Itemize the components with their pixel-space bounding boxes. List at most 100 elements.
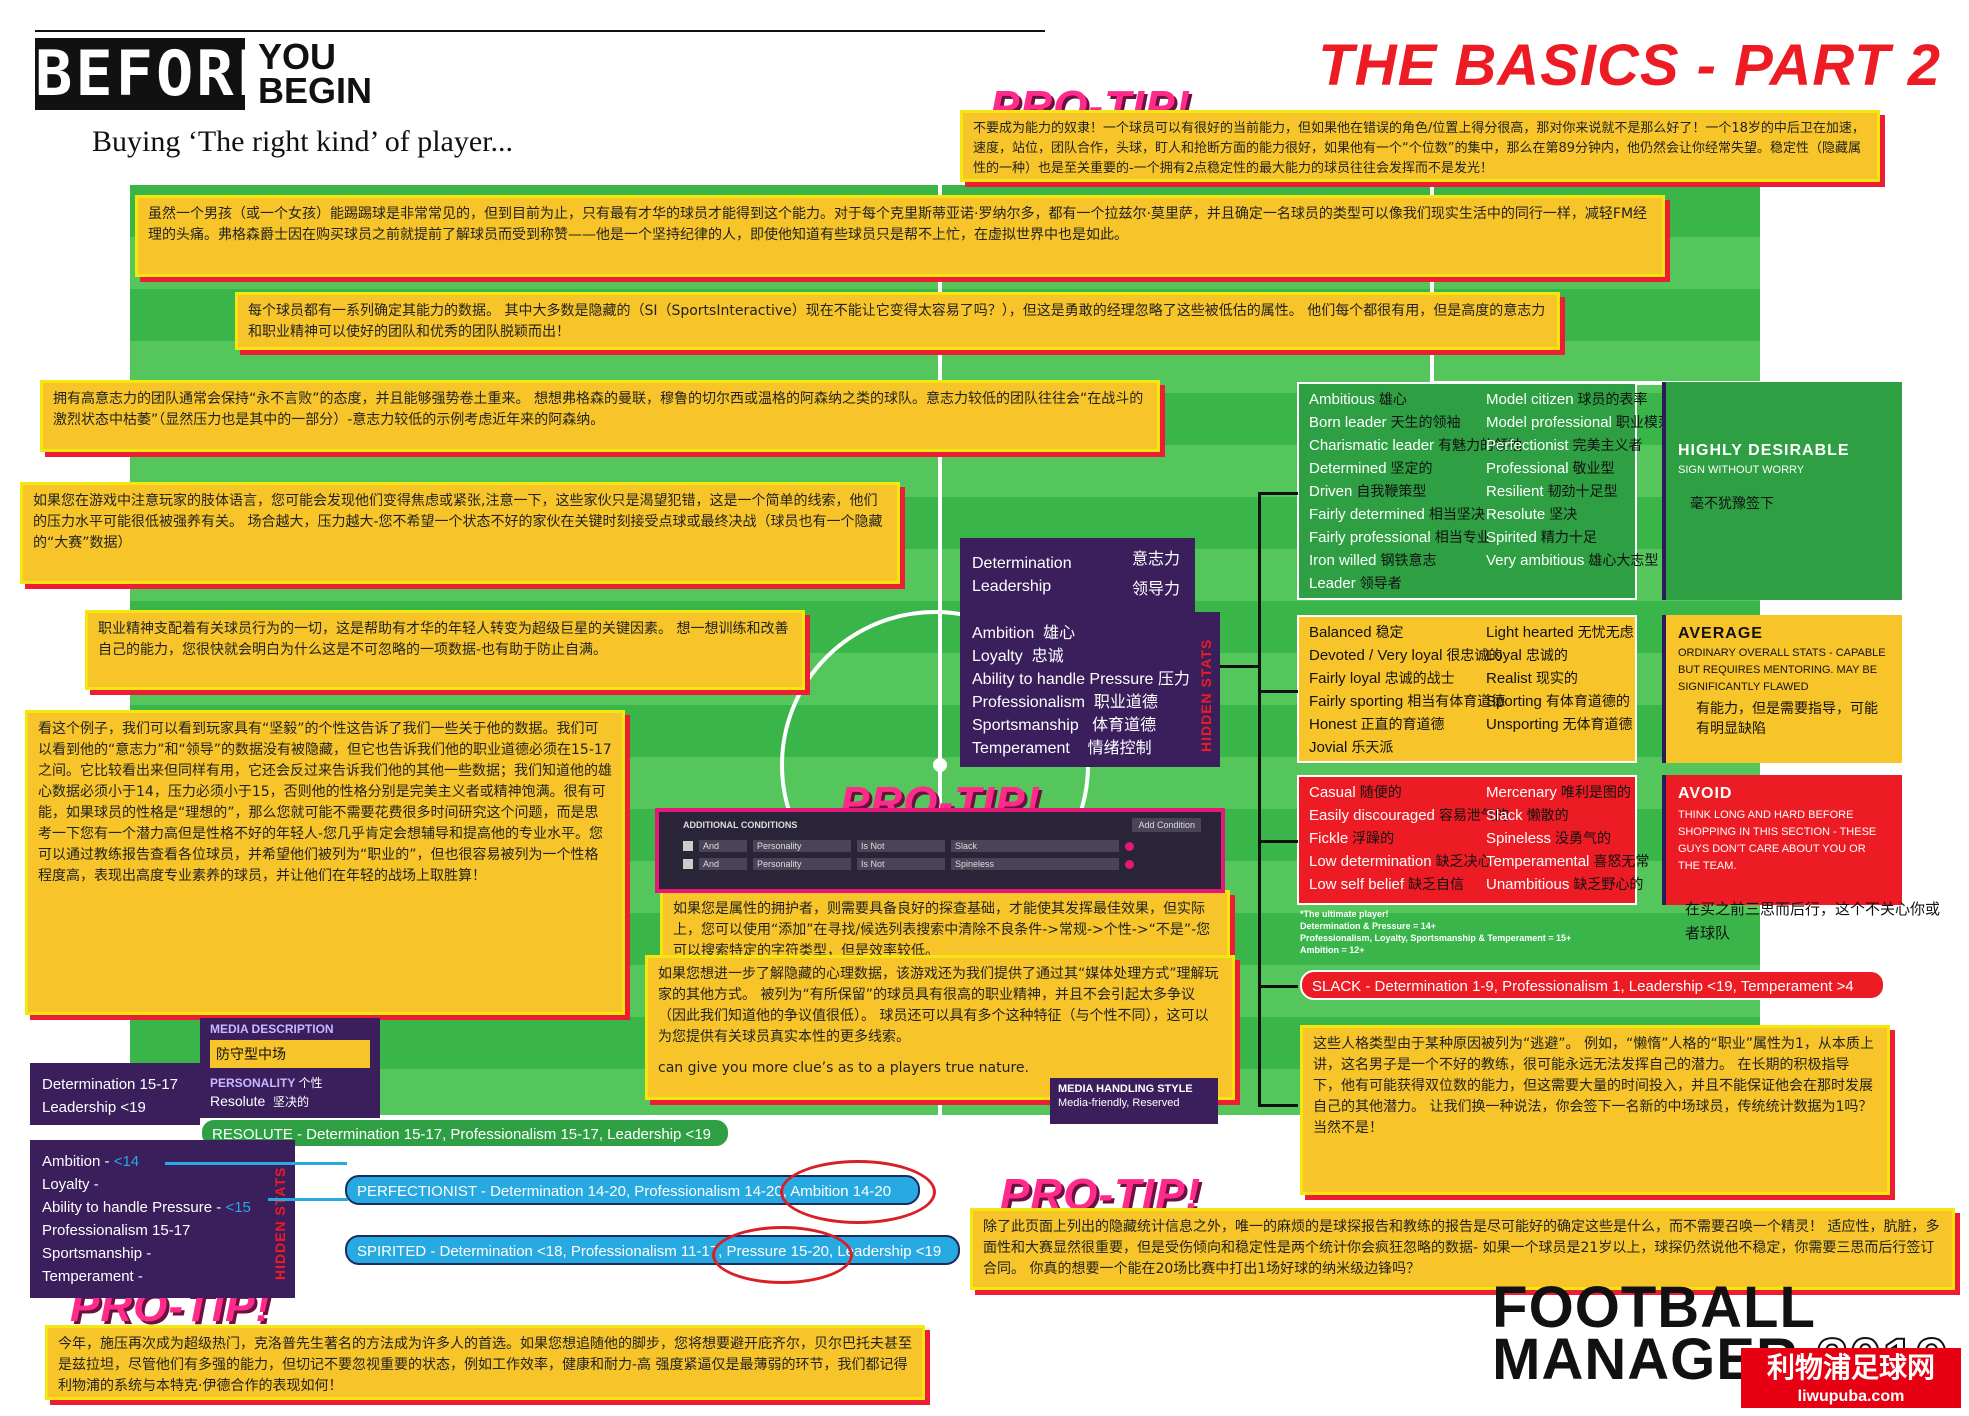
stat-leadership: Leadership <box>972 578 1052 595</box>
note-slack-reason: 这些人格类型由于某种原因被列为“逃避”。 例如，“懒惰”人格的“职业”属性为1，… <box>1300 1025 1890 1195</box>
stat-determination-zh: 意志力 <box>1132 551 1181 568</box>
stat-sportsmanship: Sportsmanship 体育道德 <box>972 714 1156 737</box>
condition-field[interactable]: Spineless <box>951 858 1119 870</box>
fm-logo-line1: FOOTBALL <box>1492 1275 1816 1340</box>
media-handling-panel: MEDIA HANDLING STYLE Media-friendly, Res… <box>1050 1078 1218 1124</box>
category-avoid-zh: 在买之前三思而后行，这个不关心你或者球队 <box>1685 901 1941 942</box>
personality-value-zh: 坚决的 <box>273 1095 310 1109</box>
trait-name-zh: 精力十足 <box>1540 529 1597 545</box>
trait-name-zh: 雄心大志型 <box>1588 552 1659 568</box>
trait-name-zh: 敬业型 <box>1572 460 1615 476</box>
trait-name-zh: 很忠诚的 <box>1446 647 1503 663</box>
media-description-panel: MEDIA DESCRIPTION 防守型中场 PERSONALITY 个性 R… <box>200 1018 380 1118</box>
trait-name-zh: 懒散的 <box>1526 807 1569 823</box>
stat-pressure: Ability to handle Pressure 压力 <box>972 668 1190 691</box>
stat-sportsmanship-zh: 体育道德 <box>1092 717 1157 734</box>
stat-determination: Determination <box>972 555 1072 572</box>
trait-name: Born leader <box>1309 414 1387 431</box>
trait-name: Honest <box>1309 716 1357 733</box>
trait-name: Light hearted <box>1486 624 1574 641</box>
trait-name: Slack <box>1486 807 1523 824</box>
category-desirable-sub: SIGN WITHOUT WORRY <box>1678 464 1805 476</box>
credit-line: @OPTIMUSPRIMAL82 - HTTPS://COMMUNITY.SIG… <box>1125 1320 1556 1335</box>
example-arrow-ambition <box>165 1162 347 1165</box>
example-pressure-val: <15 <box>225 1199 251 1216</box>
condition-field[interactable]: Is Not <box>857 858 945 870</box>
remove-condition-icon[interactable] <box>1125 859 1134 869</box>
highlight-pressure <box>712 1226 853 1284</box>
condition-checkbox[interactable] <box>683 859 693 869</box>
condition-field[interactable]: And <box>699 840 747 852</box>
condition-field[interactable]: Personality <box>753 840 851 852</box>
trait-name-zh: 领导者 <box>1359 575 1402 591</box>
pill-slack: SLACK - Determination 1-9, Professionali… <box>1300 970 1885 1000</box>
you-begin-logo: YOU BEGIN <box>258 39 372 109</box>
trait-name-zh: 容易泄气的 <box>1438 807 1509 823</box>
trait-name-zh: 稳定 <box>1375 624 1404 640</box>
site-watermark: 利物浦足球网 liwupuba.com <box>1741 1348 1961 1408</box>
trait-name-zh: 缺乏野心的 <box>1573 876 1644 892</box>
pill-perfectionist-zh: 完美主义者 <box>360 1210 430 1226</box>
note-media-zh: 如果您想进一步了解隐藏的心理数据，该游戏还为我们提供了通过其“媒体处理方式”理解… <box>658 966 1219 1045</box>
connector-slack <box>1258 985 1298 988</box>
trait-name: Fairly professional <box>1309 529 1431 546</box>
condition-field[interactable]: And <box>699 858 747 870</box>
stat-ambition-label: Ambition <box>972 625 1035 642</box>
note-klopp-protip: 今年，施压再次成为超级热门，克洛普先生著名的方法成为许多人的首选。如果您想追随他… <box>45 1325 925 1400</box>
category-average-zh: 有能力，但是需要指导，可能有明显缺陷 <box>1696 700 1878 736</box>
condition-field[interactable]: Is Not <box>857 840 945 852</box>
condition-field[interactable]: Slack <box>951 840 1119 852</box>
trait-name: Realist <box>1486 670 1532 687</box>
ultimate-line2: Professionalism, Loyalty, Sportsmanship … <box>1300 933 1572 943</box>
stat-ambition: Ambition 雄心 <box>972 622 1075 645</box>
trait-name-zh: 韧劲十足型 <box>1547 483 1618 499</box>
condition-checkbox[interactable] <box>683 841 693 851</box>
ultimate-player-note: *The ultimate player! Determination & Pr… <box>1300 908 1571 956</box>
search-condition-row: And Personality Is Not Slack <box>683 840 1201 852</box>
trait-name-zh: 现实的 <box>1535 670 1578 686</box>
trait-name-zh: 有体育道德的 <box>1545 693 1630 709</box>
example-arrow-pressure <box>268 1198 348 1201</box>
trait-name: Fairly determined <box>1309 506 1425 523</box>
trait-name-zh: 忠诚的战士 <box>1384 670 1455 686</box>
add-condition-button[interactable]: Add Condition <box>1132 818 1201 832</box>
trait-name: Ambitious <box>1309 391 1375 408</box>
trait-name: Unsporting <box>1486 716 1559 733</box>
note-scout-protip: 除了此页面上列出的隐藏统计信息之外，唯一的麻烦的是球探报告和教练的报告是尽可能好… <box>970 1208 1955 1290</box>
stat-pressure-zh: 压力 <box>1157 671 1190 688</box>
trait-name: Model professional <box>1486 414 1612 431</box>
before-logo: BEFORE <box>35 37 277 110</box>
trait-name: Fickle <box>1309 830 1349 847</box>
remove-condition-icon[interactable] <box>1125 841 1134 851</box>
trait-name-zh: 相当有体育道德 <box>1407 693 1506 709</box>
trait-name-zh: 正直的育道德 <box>1360 716 1445 732</box>
category-average-sub: ORDINARY OVERALL STATS - CAPABLE BUT REQ… <box>1678 647 1886 693</box>
trait-name-zh: 球员的表率 <box>1577 391 1648 407</box>
note-intro: 虽然一个男孩（或一个女孩）能踢踢球是非常常见的，但到目前为止，只有最有才华的球员… <box>135 195 1665 277</box>
condition-field[interactable]: Personality <box>753 858 851 870</box>
example-leadership: Leadership <19 <box>42 1099 146 1116</box>
trait-name-zh: 缺乏决心 <box>1435 853 1492 869</box>
stat-leadership-zh: 领导力 <box>1132 581 1181 598</box>
trait-name-zh: 缺乏自信 <box>1408 876 1465 892</box>
ultimate-line1: Determination & Pressure = 14+ <box>1300 921 1437 931</box>
ultimate-title: *The ultimate player! <box>1300 909 1389 919</box>
